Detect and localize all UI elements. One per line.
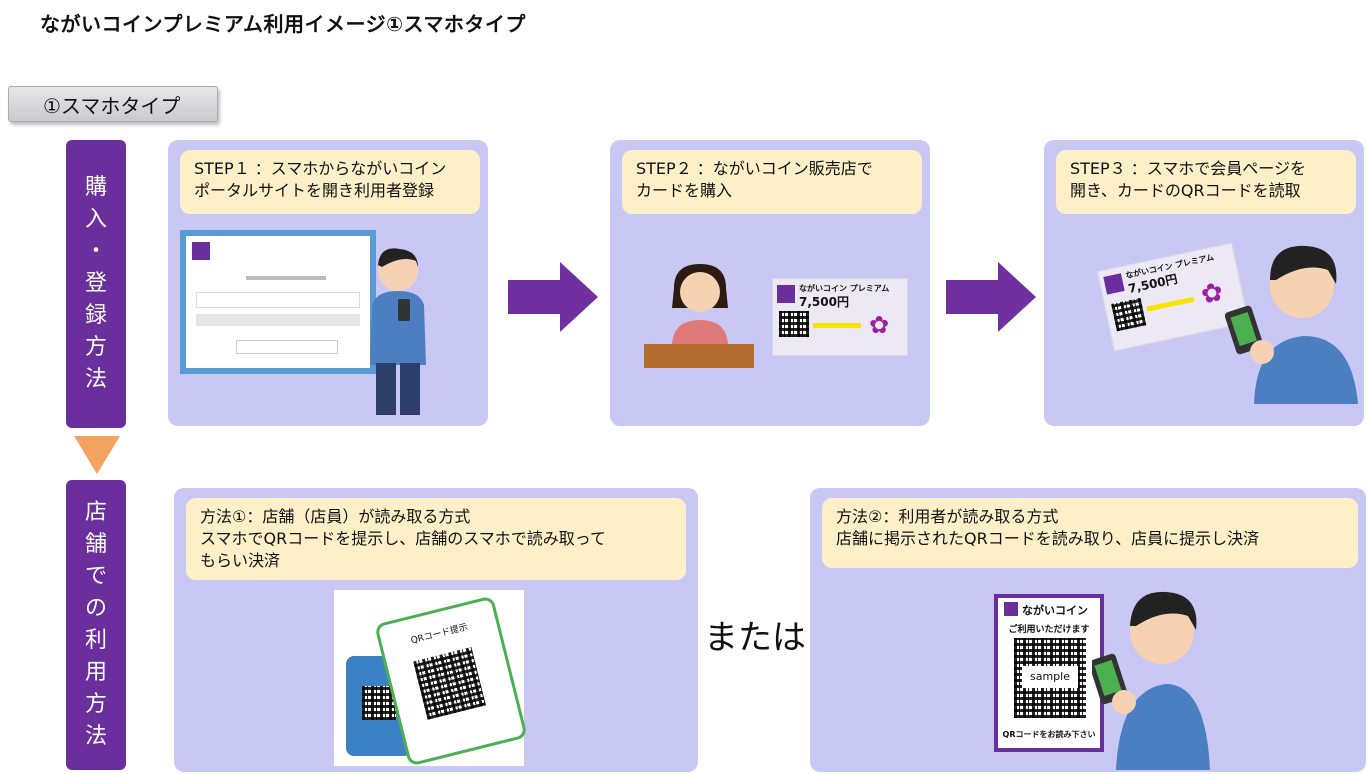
phone-qr-label: QRコード提示 — [409, 622, 469, 647]
label-char: 舗 — [84, 532, 107, 557]
card-qr-code — [779, 311, 809, 337]
card-logo-icon — [777, 285, 795, 303]
card-brand: ながいコイン プレミアム — [799, 284, 890, 293]
premium-card: ながいコイン プレミアム 7,500円 ✿ — [772, 278, 908, 356]
label-char: 入 — [84, 207, 107, 232]
phones-illustration: QRコード提示 — [334, 590, 528, 767]
poster-sample: sample — [1022, 666, 1078, 688]
poster-title: ながいコイン — [1022, 604, 1088, 617]
person-scanning-icon — [1224, 245, 1358, 404]
label-char: 用 — [84, 660, 107, 685]
label-char: の — [84, 596, 107, 621]
section-label-usage: 店 舗 で の 利 用 方 法 — [66, 480, 126, 770]
shop-clerk-icon — [644, 264, 754, 368]
step-arrow-icon — [508, 262, 598, 332]
method2-note: 方法②：利用者が読み取る方式 店舗に掲示されたQRコードを読み取り、店員に提示し… — [822, 498, 1358, 568]
label-char: 方 — [84, 335, 107, 360]
poster-logo-icon — [1004, 602, 1018, 616]
label-char: 店 — [84, 500, 107, 525]
section-label-purchase: 購 入 ・ 登 録 方 法 — [66, 140, 126, 428]
step-arrow-icon — [946, 262, 1036, 332]
label-char: 録 — [84, 303, 107, 328]
card-logo-icon — [1103, 273, 1125, 295]
card-amount: 7,500円 — [799, 295, 849, 309]
type-tab-label: ①スマホタイプ — [43, 93, 181, 118]
label-char: 法 — [84, 367, 107, 392]
person-with-phone-icon — [370, 248, 426, 415]
method1-note: 方法①：店舗（店員）が読み取る方式 スマホでQRコードを提示し、店舗のスマホで読… — [186, 498, 686, 580]
label-char: 利 — [84, 628, 107, 653]
step2-note: STEP２ ：ながいコイン販売店で カードを購入 — [622, 150, 922, 214]
label-char: で — [84, 564, 107, 589]
portal-screenshot — [180, 230, 376, 374]
app-logo-icon — [192, 242, 210, 260]
or-label: または — [704, 618, 806, 658]
label-char: 登 — [84, 271, 107, 296]
card-qr-code — [1111, 297, 1147, 332]
label-char: 購 — [84, 175, 107, 200]
down-arrow-icon — [74, 436, 120, 474]
label-char: 方 — [84, 692, 107, 717]
poster-subtitle: ご利用いただけます — [1008, 625, 1090, 635]
step3-note: STEP３ ：スマホで会員ページを 開き、カードのQRコードを読取 — [1056, 150, 1356, 214]
label-char: 法 — [84, 724, 107, 749]
flower-icon: ✿ — [869, 311, 890, 339]
phone-qr-code — [413, 647, 486, 720]
label-char: ・ — [84, 239, 107, 264]
step1-note: STEP１ ：スマホからながいコイン ポータルサイトを開き利用者登録 — [180, 150, 480, 214]
qr-poster: ながいコイン ご利用いただけます sample QRコードをお読み下さい — [994, 594, 1104, 752]
flower-icon: ✿ — [1198, 276, 1226, 311]
page-title: ながいコインプレミアム利用イメージ①スマホタイプ — [40, 12, 526, 36]
type-tab[interactable]: ①スマホタイプ — [8, 86, 218, 122]
poster-footer: QRコードをお読み下さい — [1002, 730, 1096, 739]
person-scanning-poster-icon — [1092, 591, 1210, 770]
